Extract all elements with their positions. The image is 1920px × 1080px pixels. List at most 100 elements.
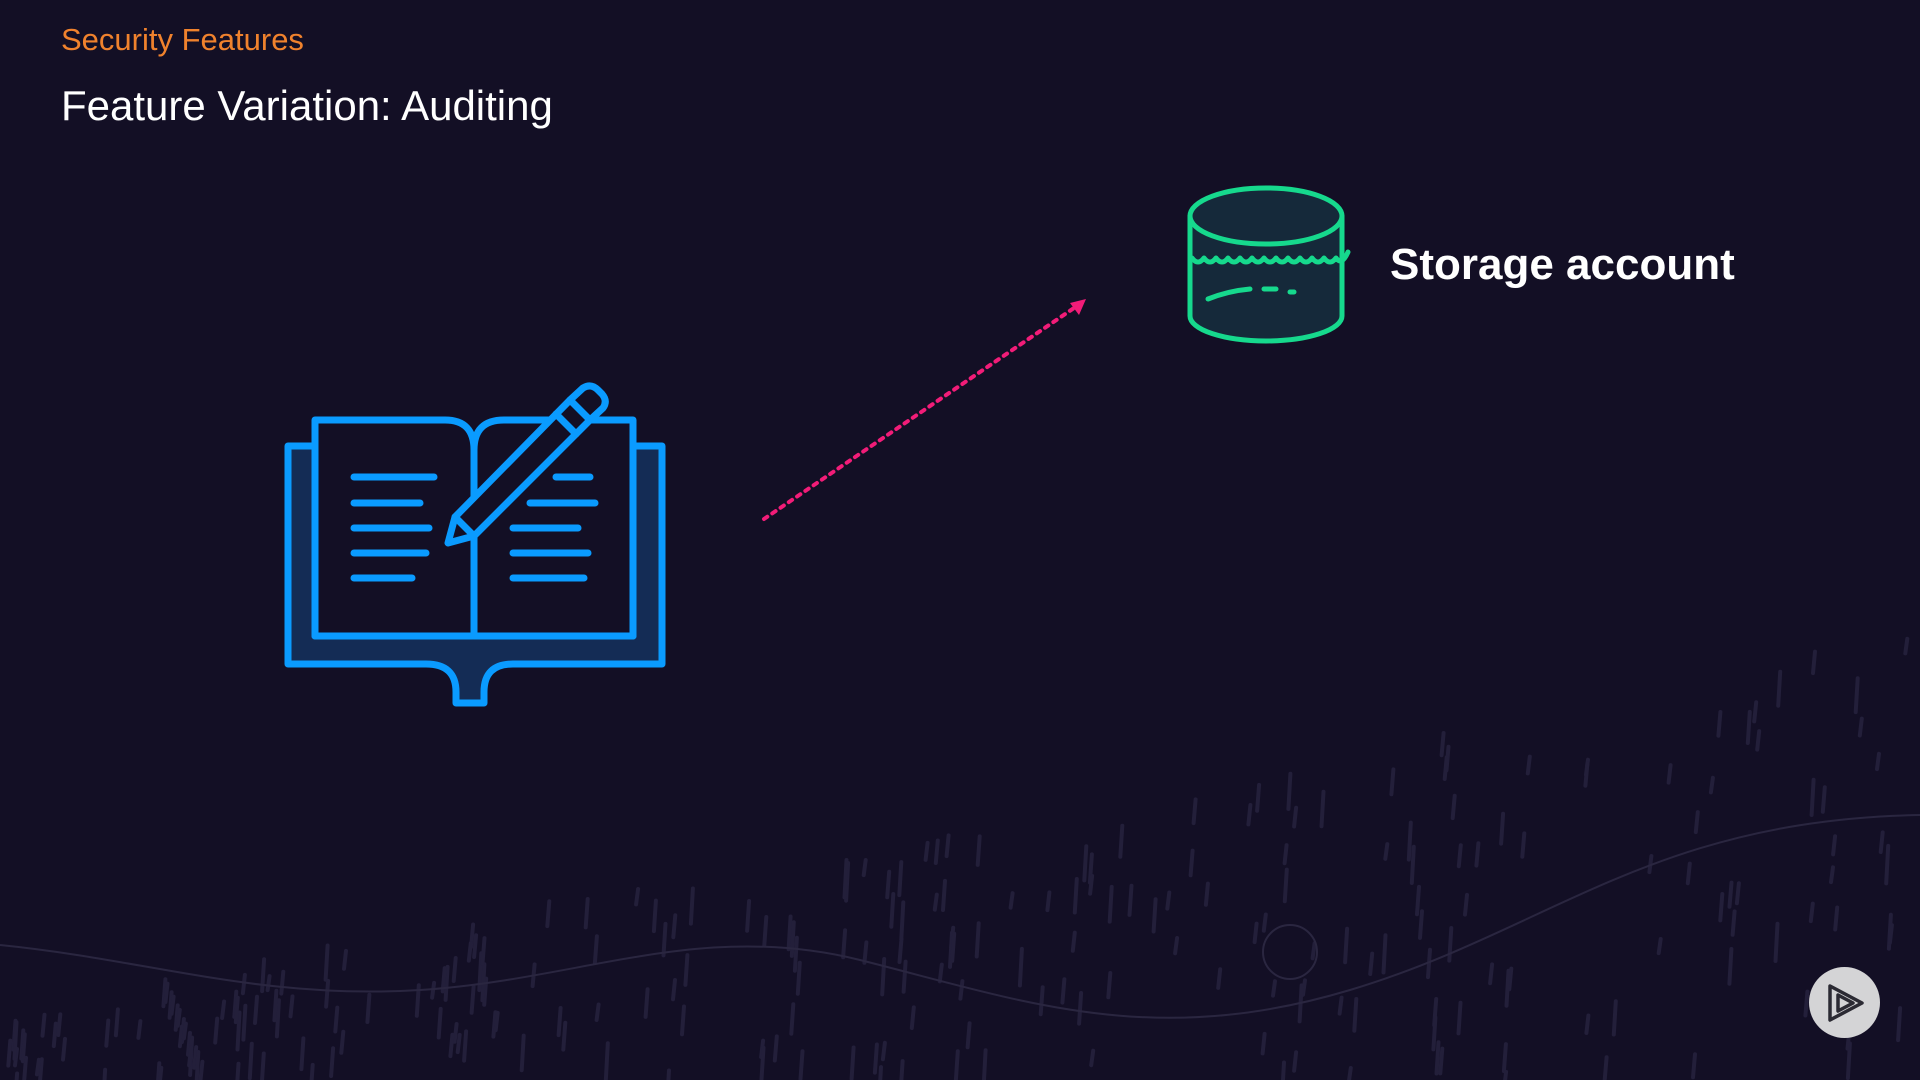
background-dash <box>323 943 330 982</box>
background-dash <box>1903 636 1910 656</box>
background-dash <box>1456 843 1463 869</box>
background-dash <box>1070 930 1077 953</box>
background-dash <box>1503 1069 1509 1080</box>
background-dash <box>1439 731 1446 758</box>
background-dash <box>965 1021 972 1050</box>
background-dash <box>309 1062 315 1080</box>
background-dash <box>1611 999 1618 1037</box>
background-dash <box>1301 978 1307 997</box>
background-dash <box>745 899 752 933</box>
background-dash <box>878 1065 883 1080</box>
background-dash <box>1255 782 1262 813</box>
background-dash <box>1438 1046 1445 1076</box>
background-dash <box>14 1071 20 1080</box>
background-dash <box>288 994 295 1019</box>
background-dash <box>235 1061 241 1080</box>
background-dash <box>469 984 476 1015</box>
background-dash <box>233 995 240 1025</box>
background-dash <box>1282 867 1289 904</box>
background-dash <box>1337 995 1344 1016</box>
background-dash <box>937 962 944 984</box>
background-dash <box>1820 785 1827 814</box>
background-dash <box>1089 1048 1096 1068</box>
background-dash <box>430 980 437 1000</box>
background-dash <box>1829 865 1835 885</box>
background-dash <box>1501 1042 1508 1074</box>
background-dash <box>104 1018 111 1048</box>
background-dash <box>786 914 793 952</box>
background-dash <box>1584 1013 1591 1035</box>
background-dash <box>187 1045 194 1068</box>
background-dash <box>885 869 892 900</box>
background-dash <box>6 1038 13 1068</box>
background-dash <box>1811 649 1817 676</box>
background-dash <box>241 1003 248 1042</box>
background-dash <box>1082 844 1089 883</box>
play-logo-icon <box>1827 983 1864 1022</box>
background-dash <box>22 1055 28 1080</box>
background-dash <box>1857 716 1864 738</box>
background-dash <box>1292 1050 1299 1073</box>
background-dash <box>795 960 802 996</box>
background-dash <box>1773 921 1780 963</box>
background-dash <box>274 998 281 1039</box>
background-dash <box>1666 763 1673 785</box>
background-dash <box>862 940 869 965</box>
background-dash <box>1488 962 1495 986</box>
background-dash <box>789 920 796 958</box>
background-dash <box>1499 811 1506 846</box>
background-dash <box>1442 755 1449 781</box>
background-dash <box>472 933 479 959</box>
background-dash <box>1456 1000 1463 1036</box>
background-dash <box>1409 844 1416 885</box>
background-dash <box>932 892 939 912</box>
background-dash <box>634 887 641 907</box>
background-dash <box>136 1019 143 1040</box>
background-dash <box>1718 892 1725 923</box>
background-dash <box>975 834 982 867</box>
background-dash <box>1525 754 1532 776</box>
background-dash <box>260 1051 266 1080</box>
background-dash <box>329 1046 336 1078</box>
background-dash <box>12 1020 19 1061</box>
background-dash <box>880 957 887 997</box>
background-dash <box>842 858 849 900</box>
background-dash <box>1319 789 1326 829</box>
background-dash <box>220 999 227 1020</box>
play-logo-button[interactable] <box>1809 967 1880 1038</box>
background-dash <box>324 978 331 1009</box>
background-dash <box>1730 909 1737 937</box>
background-dash <box>192 1045 199 1070</box>
background-dash <box>792 935 799 973</box>
background-dash <box>40 1012 47 1038</box>
background-dash <box>1896 1006 1903 1043</box>
background-dash <box>841 928 848 960</box>
background-dash <box>519 1033 526 1073</box>
background-dash <box>158 1065 164 1080</box>
background-dash <box>950 931 957 963</box>
background-dash <box>480 936 487 966</box>
background-dash <box>113 1007 120 1038</box>
background-dash <box>880 1040 887 1062</box>
background-dash <box>1368 951 1375 976</box>
background-dash <box>194 1050 201 1080</box>
background-dash <box>1106 971 1113 1000</box>
background-dash <box>933 838 940 865</box>
background-dash <box>671 978 677 1002</box>
background-dash <box>603 1041 610 1080</box>
background-dash <box>772 1034 779 1063</box>
background-dash <box>253 994 259 1025</box>
background-dash <box>169 994 176 1016</box>
background-dash <box>1504 968 1511 1008</box>
background-dash <box>1060 977 1067 1005</box>
background-dash <box>186 1030 192 1057</box>
background-dash <box>1017 946 1024 988</box>
background-dash <box>51 1021 58 1049</box>
background-dash <box>102 1067 108 1080</box>
background-dash <box>974 921 981 959</box>
background-dash <box>1282 843 1289 866</box>
background-dash <box>651 898 658 934</box>
background-dash <box>480 962 487 1003</box>
